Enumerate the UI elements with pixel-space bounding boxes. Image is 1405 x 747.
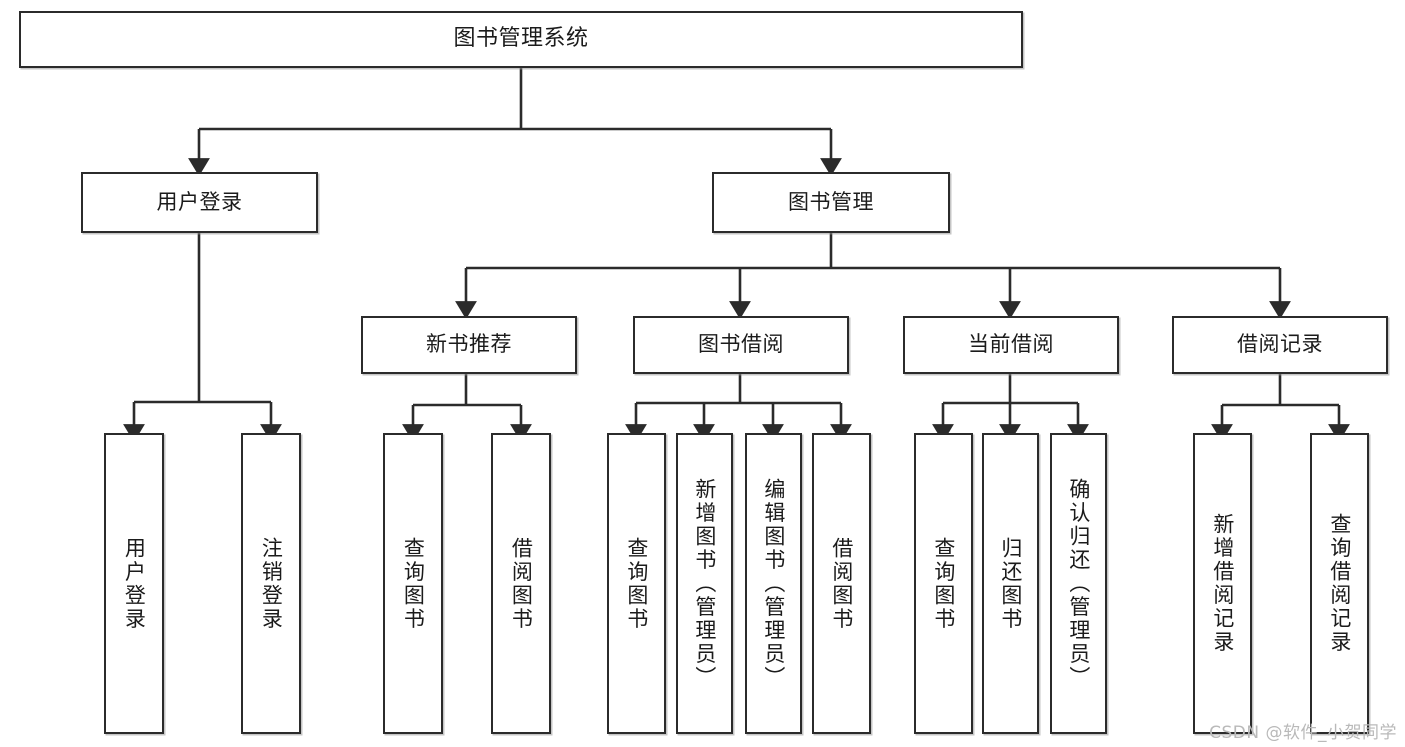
- leaf-label: 查询借阅记录: [1327, 513, 1352, 654]
- node-current-borrow[interactable]: 当前借阅: [903, 316, 1119, 374]
- leaf-label: 新增借阅记录: [1210, 513, 1235, 654]
- leaf-user-login-logout[interactable]: 注销登录: [241, 433, 301, 734]
- leaf-new-book-query[interactable]: 查询图书: [383, 433, 443, 734]
- leaf-label: 编辑图书（管理员）: [761, 477, 786, 690]
- leaf-label: 查询图书: [401, 536, 426, 631]
- leaf-borrow-borrow-book[interactable]: 借阅图书: [812, 433, 871, 734]
- leaf-label: 查询图书: [624, 536, 649, 631]
- node-book-management[interactable]: 图书管理: [712, 172, 950, 233]
- node-new-book-recommend[interactable]: 新书推荐: [361, 316, 577, 374]
- leaf-label: 新增图书（管理员）: [692, 477, 717, 690]
- leaf-current-confirm-return[interactable]: 确认归还（管理员）: [1050, 433, 1107, 734]
- node-book-borrow-label: 图书借阅: [698, 332, 784, 357]
- leaf-label: 查询图书: [931, 536, 956, 631]
- leaf-current-return-book[interactable]: 归还图书: [982, 433, 1039, 734]
- node-book-management-label: 图书管理: [788, 189, 874, 214]
- leaf-label: 用户登录: [122, 536, 147, 631]
- leaf-user-login-login[interactable]: 用户登录: [104, 433, 164, 734]
- leaf-record-query[interactable]: 查询借阅记录: [1310, 433, 1369, 734]
- node-root-label: 图书管理系统: [453, 26, 589, 52]
- node-user-login[interactable]: 用户登录: [81, 172, 318, 233]
- leaf-current-query-book[interactable]: 查询图书: [914, 433, 973, 734]
- leaf-new-book-borrow[interactable]: 借阅图书: [491, 433, 551, 734]
- leaf-label: 注销登录: [259, 536, 284, 631]
- leaf-label: 借阅图书: [509, 536, 534, 631]
- leaf-label: 借阅图书: [829, 536, 854, 631]
- node-book-borrow[interactable]: 图书借阅: [633, 316, 849, 374]
- watermark: CSDN @软件_小贺同学: [1209, 723, 1397, 743]
- node-root[interactable]: 图书管理系统: [19, 11, 1023, 68]
- node-borrow-record-label: 借阅记录: [1237, 332, 1323, 357]
- leaf-borrow-add-book[interactable]: 新增图书（管理员）: [676, 433, 733, 734]
- leaf-label: 确认归还（管理员）: [1066, 477, 1091, 690]
- leaf-record-add[interactable]: 新增借阅记录: [1193, 433, 1252, 734]
- leaf-label: 归还图书: [998, 536, 1023, 631]
- node-current-borrow-label: 当前借阅: [968, 332, 1054, 357]
- leaf-borrow-query-book[interactable]: 查询图书: [607, 433, 666, 734]
- node-user-login-label: 用户登录: [156, 189, 243, 214]
- node-new-book-recommend-label: 新书推荐: [426, 332, 512, 357]
- node-borrow-record[interactable]: 借阅记录: [1172, 316, 1388, 374]
- leaf-borrow-edit-book[interactable]: 编辑图书（管理员）: [745, 433, 802, 734]
